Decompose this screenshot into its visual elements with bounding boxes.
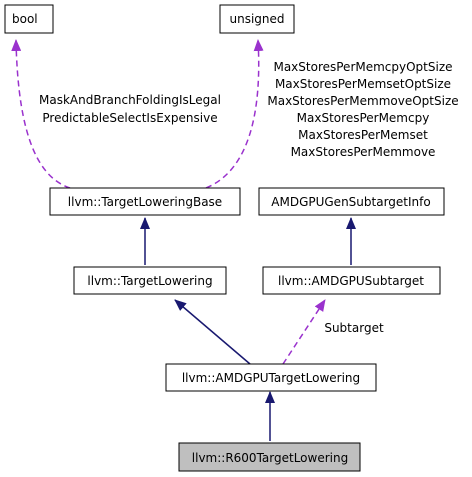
- node-amdgpu-target-lowering-label: llvm::AMDGPUTargetLowering: [182, 371, 360, 385]
- edges: [11, 39, 356, 441]
- node-unsigned[interactable]: unsigned: [219, 4, 295, 34]
- node-bool-label: bool: [12, 12, 38, 26]
- unsigned-member-label-4: MaxStoresPerMemcpy: [297, 111, 430, 125]
- node-amdgpu-subtarget-label: llvm::AMDGPUSubtarget: [278, 274, 424, 288]
- edge-amdgpu-target-lowering-to-subtarget: [282, 299, 326, 365]
- edge-amdgpu-target-lowering-to-target-lowering: [174, 299, 251, 365]
- unsigned-member-label-1: MaxStoresPerMemcpyOptSize: [273, 60, 452, 74]
- edge-bool-to-target-lowering-base: [11, 39, 71, 189]
- edge-labels: MaskAndBranchFoldingIsLegal PredictableS…: [39, 60, 459, 335]
- node-unsigned-label: unsigned: [229, 12, 284, 26]
- node-amdgpu-target-lowering[interactable]: llvm::AMDGPUTargetLowering: [165, 363, 377, 392]
- subtarget-member-label: Subtarget: [324, 321, 384, 335]
- node-target-lowering-label: llvm::TargetLowering: [87, 274, 212, 288]
- node-target-lowering-base[interactable]: llvm::TargetLoweringBase: [49, 187, 241, 216]
- bool-member-label-1: MaskAndBranchFoldingIsLegal: [39, 93, 221, 107]
- unsigned-member-label-5: MaxStoresPerMemset: [298, 128, 428, 142]
- unsigned-member-label-2: MaxStoresPerMemsetOptSize: [275, 77, 451, 91]
- node-r600-target-lowering-label: llvm::R600TargetLowering: [192, 451, 348, 465]
- unsigned-member-label-6: MaxStoresPerMemmove: [291, 145, 436, 159]
- node-amdgpu-gen-subtarget-info-label: AMDGPUGenSubtargetInfo: [271, 195, 430, 209]
- unsigned-member-label-3: MaxStoresPerMemmoveOptSize: [267, 94, 458, 108]
- node-bool[interactable]: bool: [4, 4, 54, 34]
- bool-member-label-2: PredictableSelectIsExpensive: [42, 111, 217, 125]
- node-r600-target-lowering[interactable]: llvm::R600TargetLowering: [178, 442, 361, 472]
- node-amdgpu-subtarget[interactable]: llvm::AMDGPUSubtarget: [262, 266, 441, 295]
- node-target-lowering[interactable]: llvm::TargetLowering: [73, 266, 227, 295]
- edge-unsigned-to-target-lowering-base: [205, 39, 264, 189]
- nodes: bool unsigned llvm::TargetLoweringBase A…: [4, 4, 445, 472]
- node-target-lowering-base-label: llvm::TargetLoweringBase: [68, 195, 222, 209]
- node-amdgpu-gen-subtarget-info[interactable]: AMDGPUGenSubtargetInfo: [258, 187, 445, 216]
